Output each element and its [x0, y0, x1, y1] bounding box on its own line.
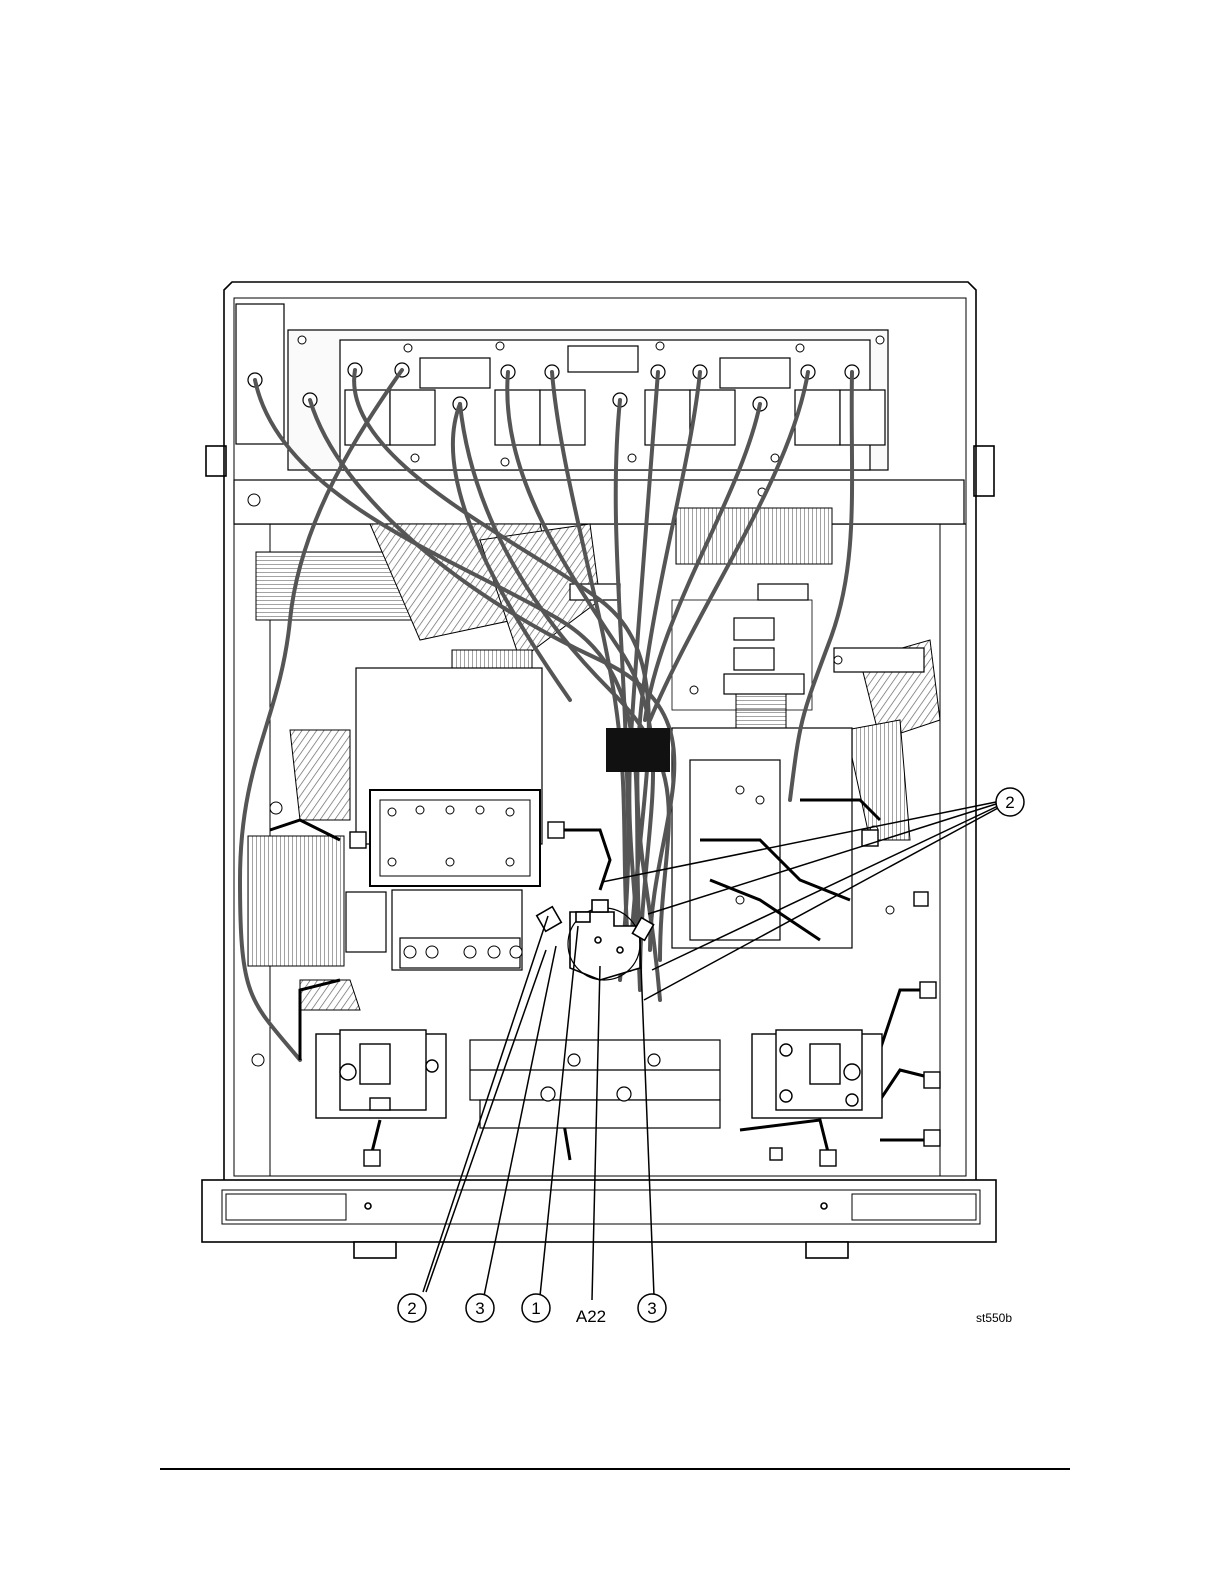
- callout-bottom-1-label: 1: [531, 1299, 540, 1318]
- callout-bottom-3-left: 3: [466, 1294, 494, 1322]
- harness-tie: [606, 728, 670, 772]
- callout-right-2-label: 2: [1005, 793, 1014, 812]
- lower-right-module: [752, 1030, 882, 1118]
- footer-rule: [160, 1468, 1070, 1470]
- callout-right-2: 2: [996, 788, 1024, 816]
- callout-bottom-2: 2: [398, 1294, 426, 1322]
- lower-rail: [470, 1040, 720, 1128]
- lower-left-module: [316, 1030, 446, 1118]
- callout-bottom-3-left-label: 3: [475, 1299, 484, 1318]
- figure-reference-id: st550b: [976, 1311, 1012, 1325]
- callout-bottom-3-right: 3: [638, 1294, 666, 1322]
- front-panel: [202, 1180, 996, 1258]
- callout-a22-label: A22: [576, 1307, 606, 1326]
- callout-bottom-3-right-label: 3: [647, 1299, 656, 1318]
- rear-connector-panel: [234, 304, 964, 524]
- callout-bottom-1: 1: [522, 1294, 550, 1322]
- callout-bottom-2-label: 2: [407, 1299, 416, 1318]
